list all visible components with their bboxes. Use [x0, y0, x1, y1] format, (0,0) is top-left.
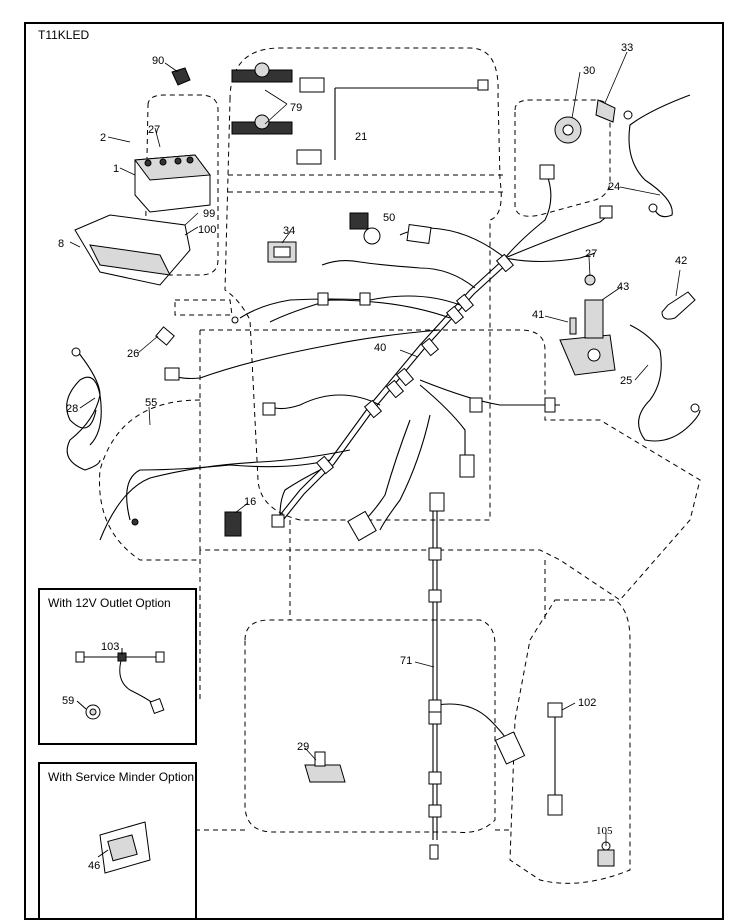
- inset-12v-outlet: With 12V Outlet Option: [38, 588, 197, 745]
- inset-12v-outlet-title: With 12V Outlet Option: [48, 596, 171, 610]
- callout-29: 29: [297, 741, 309, 753]
- callout-90: 90: [152, 55, 164, 67]
- callout-27-battery: 27: [148, 124, 160, 136]
- callout-16: 16: [244, 496, 256, 508]
- parts: [71, 62, 700, 874]
- diagram-code: T11KLED: [38, 28, 90, 42]
- callout-25: 25: [620, 375, 632, 387]
- callout-8: 8: [58, 238, 64, 250]
- callout-33: 33: [621, 42, 633, 54]
- inset-service-minder: With Service Minder Option: [38, 762, 197, 920]
- inset-service-minder-title: With Service Minder Option: [48, 770, 195, 784]
- callout-42: 42: [675, 255, 687, 267]
- callout-41: 41: [532, 309, 544, 321]
- chassis-outline: [99, 47, 701, 884]
- callout-21: 21: [355, 131, 367, 143]
- callout-105: 105: [596, 825, 613, 837]
- callout-50: 50: [383, 212, 395, 224]
- callout-43: 43: [617, 281, 629, 293]
- callout-102: 102: [578, 697, 596, 709]
- callout-40: 40: [374, 342, 386, 354]
- callout-30: 30: [583, 65, 595, 77]
- callout-100: 100: [198, 224, 216, 236]
- callout-27-solenoid: 27: [585, 248, 597, 260]
- callout-79: 79: [290, 102, 302, 114]
- callout-34: 34: [283, 225, 295, 237]
- callout-55: 55: [145, 397, 157, 409]
- callout-24: 24: [608, 181, 620, 193]
- callout-99: 99: [203, 208, 215, 220]
- callout-1: 1: [113, 163, 119, 175]
- callout-71: 71: [400, 655, 412, 667]
- callout-28: 28: [66, 403, 78, 415]
- callout-26: 26: [127, 348, 139, 360]
- callout-2: 2: [100, 132, 106, 144]
